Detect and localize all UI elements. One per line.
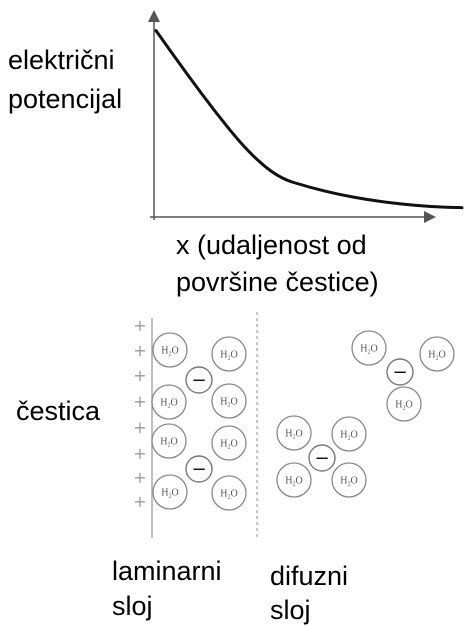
water-molecule: H2O [331,462,367,498]
surface-charge: + [133,492,146,511]
laminar-layer-label-line1: laminarni [112,556,222,586]
surface-charge: + [133,366,146,385]
y-axis-label-line2: potencijal [8,84,123,114]
water-molecule: H2O [151,423,187,459]
water-molecule: H2O [276,415,312,451]
y-axis-label-line1: električni [8,45,115,75]
negative-ion: − [386,358,414,386]
x-axis-arrowhead [424,211,436,223]
surface-charge: + [133,392,146,411]
x-axis-label-line1: x (udaljenost od [176,230,367,260]
svg-text:H2O: H2O [340,476,357,488]
y-axis-arrowhead [148,10,160,22]
water-molecule: H2O [211,336,247,372]
water-molecule: H2O [151,384,187,420]
laminar-layer-label-line2: sloj [112,591,153,621]
negative-ion: − [185,455,213,483]
surface-charge: + [133,444,146,463]
negative-ion: − [185,366,213,394]
surface-charges: + + + + + + + + [133,316,146,511]
water-molecule: H2O [152,332,188,368]
series-layer [154,29,464,210]
water-molecule: H2O [211,383,247,419]
svg-text:H2O: H2O [220,397,237,409]
diffuse-layer-label-line2: sloj [270,595,311,625]
diffuse-layer-label-line1: difuzni [270,561,349,591]
svg-text:H2O: H2O [220,489,237,501]
surface-charge: + [133,468,146,487]
axes [148,10,436,223]
particle-label: čestica [16,396,101,426]
svg-text:−: − [191,459,206,480]
svg-text:−: − [191,370,206,391]
surface-charge: + [133,341,146,360]
water-molecule: H2O [419,336,455,372]
water-molecule: H2O [152,474,188,510]
svg-text:H2O: H2O [285,429,302,441]
series-line-0 [154,29,464,210]
svg-text:H2O: H2O [161,346,178,358]
svg-text:H2O: H2O [428,350,445,362]
svg-text:H2O: H2O [220,439,237,451]
svg-text:H2O: H2O [160,398,177,410]
svg-text:H2O: H2O [220,350,237,362]
svg-text:−: − [392,362,407,383]
svg-text:H2O: H2O [395,400,412,412]
water-molecule: H2O [331,416,367,452]
svg-text:H2O: H2O [160,437,177,449]
svg-text:H2O: H2O [161,488,178,500]
svg-text:H2O: H2O [360,344,377,356]
ion-layer: − − − − [185,358,414,483]
svg-text:H2O: H2O [340,430,357,442]
water-molecule: H2O [211,425,247,461]
svg-text:−: − [314,448,329,469]
surface-charge: + [133,418,146,437]
water-molecule: H2O [211,475,247,511]
water-molecule: H2O [276,462,312,498]
surface-charge: + [133,316,146,335]
molecule-layer: H2O H2O H2O H2O H2O H2O H2O H2O H2O H2O H2O H2O H2O H… [151,330,455,511]
water-molecule: H2O [386,386,422,422]
svg-text:H2O: H2O [285,476,302,488]
water-molecule: H2O [351,330,387,366]
negative-ion: − [308,444,336,472]
x-axis-label-line2: površine čestice) [176,267,379,297]
